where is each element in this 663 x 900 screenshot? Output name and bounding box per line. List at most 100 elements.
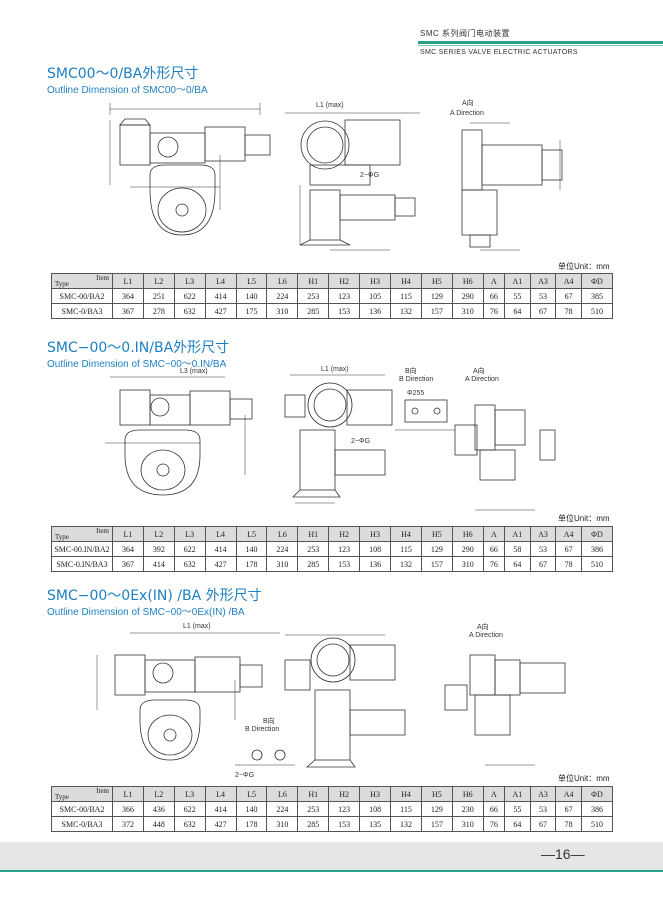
col-header: L3: [173, 526, 206, 542]
col-header: A1: [504, 526, 531, 542]
table-row: SMC-00/BA2 364 251 622 414 140 224 253 1…: [51, 288, 614, 304]
col-header: H1: [297, 526, 330, 542]
col-header: H5: [420, 273, 453, 289]
col-header: H5: [420, 526, 453, 542]
cell: 364: [112, 288, 144, 304]
cell: 230: [451, 801, 484, 817]
section-3-subtitle: Outline Dimension of SMC−00～0Ex(IN) /BA: [47, 607, 245, 618]
section-2-drawing: L3 (max) L1 (max) B向 B Direction Φ255 A向…: [105, 366, 556, 511]
cell: 105: [359, 288, 392, 304]
cell: 115: [390, 541, 422, 557]
col-header: L6: [266, 786, 299, 802]
cell: 140: [235, 801, 268, 817]
s3-hole-label: 2−ΦG: [235, 772, 254, 779]
cell: 53: [529, 288, 557, 304]
col-header: L5: [235, 786, 268, 802]
cell: 367: [112, 556, 144, 572]
cell: 310: [266, 303, 299, 319]
cell: 414: [204, 801, 237, 817]
cell: 67: [555, 801, 582, 817]
s2-bore-label: Φ255: [407, 390, 424, 397]
col-header: A: [482, 526, 506, 542]
col-header: H4: [390, 786, 422, 802]
col-header: L6: [266, 526, 299, 542]
cell: 78: [555, 556, 582, 572]
cell: 278: [142, 303, 175, 319]
cell: 64: [504, 556, 531, 572]
cell: 178: [235, 816, 268, 832]
cell: 392: [142, 541, 175, 557]
cell: 76: [482, 556, 506, 572]
cell: 224: [266, 541, 299, 557]
section-2-title: SMC−00～0.IN/BA外形尺寸: [47, 340, 230, 356]
type-cell: SMC-00/BA2: [51, 288, 113, 304]
cell: 414: [204, 541, 237, 557]
col-header: H2: [328, 273, 361, 289]
s2-hole-label: 2−ΦG: [351, 438, 370, 445]
type-cell: SMC-0.IN/BA3: [51, 556, 113, 572]
col-header: H6: [451, 273, 484, 289]
cell: 632: [173, 556, 206, 572]
cell: 622: [173, 288, 206, 304]
s2-direction2-label: A Direction: [465, 376, 499, 383]
col-header: L3: [173, 273, 206, 289]
section-3-unit: 单位Unit：mm: [558, 774, 610, 783]
header-rule-thin: [418, 45, 663, 46]
col-header: A4: [555, 273, 582, 289]
cell: 136: [359, 303, 392, 319]
s1-ax-label: A向: [462, 98, 474, 107]
cell: 153: [328, 556, 361, 572]
cell: 108: [359, 541, 392, 557]
col-header: H3: [359, 526, 392, 542]
col-header: H2: [328, 526, 361, 542]
col-header: L5: [235, 526, 268, 542]
cell: 310: [451, 303, 484, 319]
col-header: ΦD: [580, 273, 614, 289]
type-cell: SMC-0/BA3: [51, 303, 113, 319]
cell: 285: [297, 303, 330, 319]
s1-hole-label: 2−ΦG: [360, 172, 379, 179]
cell: 108: [359, 801, 392, 817]
cell: 367: [112, 303, 144, 319]
col-header: A3: [529, 786, 557, 802]
section-1-subtitle: Outline Dimension of SMC00～0/BA: [47, 85, 208, 96]
col-header: A: [482, 786, 506, 802]
cell: 386: [580, 541, 614, 557]
cell: 310: [266, 556, 299, 572]
col-header: A4: [555, 786, 582, 802]
cell: 427: [204, 303, 237, 319]
col-header: A1: [504, 273, 531, 289]
cell: 140: [235, 541, 268, 557]
col-header: L4: [204, 273, 237, 289]
cell: 53: [529, 801, 557, 817]
s3-l1max-label: L1 (max): [183, 623, 211, 630]
cell: 310: [451, 816, 484, 832]
cell: 224: [266, 801, 299, 817]
cell: 372: [112, 816, 144, 832]
col-header: L4: [204, 526, 237, 542]
cell: 253: [297, 288, 330, 304]
cell: 290: [451, 288, 484, 304]
section-1-drawing: L1 (max) A Direction A向 2−ΦG: [109, 98, 563, 251]
col-header: H1: [297, 273, 330, 289]
cell: 132: [390, 556, 422, 572]
cell: 510: [580, 303, 614, 319]
col-header: A4: [555, 526, 582, 542]
s3-direction2-label: B Direction: [245, 726, 279, 733]
cell: 67: [529, 816, 557, 832]
s2-bx-label: B向: [405, 366, 417, 375]
col-header: ΦD: [580, 526, 614, 542]
section-2-subtitle: Outline Dimension of SMC−00～0.IN/BA: [47, 359, 227, 370]
cell: 157: [420, 303, 453, 319]
col-header: H3: [359, 273, 392, 289]
section-1-title: SMC00～0/BA外形尺寸: [47, 66, 199, 82]
cell: 64: [504, 303, 531, 319]
cell: 251: [142, 288, 175, 304]
type-cell: SMC-0/BA3: [51, 816, 113, 832]
cell: 253: [297, 801, 330, 817]
page-number: —16—: [541, 846, 585, 862]
